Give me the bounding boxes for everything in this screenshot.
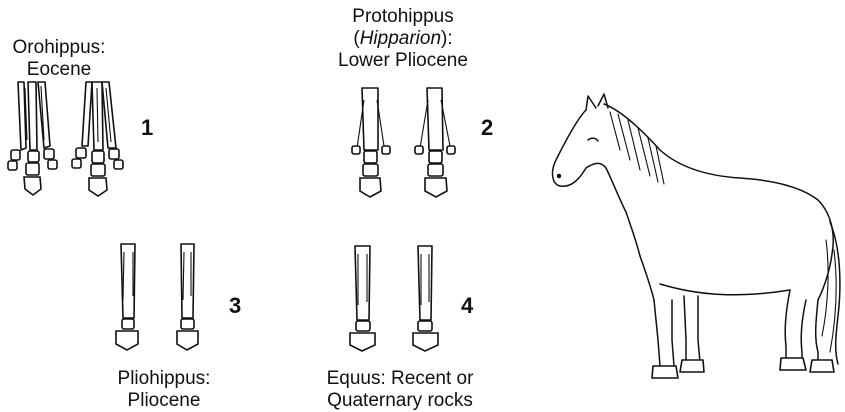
horse-illustration-icon [553, 94, 840, 378]
foot-bones-protohippus-icon [352, 88, 455, 197]
foot-bones-orohippus-icon [8, 82, 123, 196]
foot-bones-pliohippus-icon [116, 244, 198, 350]
foot-bones-equus-icon [350, 246, 438, 351]
